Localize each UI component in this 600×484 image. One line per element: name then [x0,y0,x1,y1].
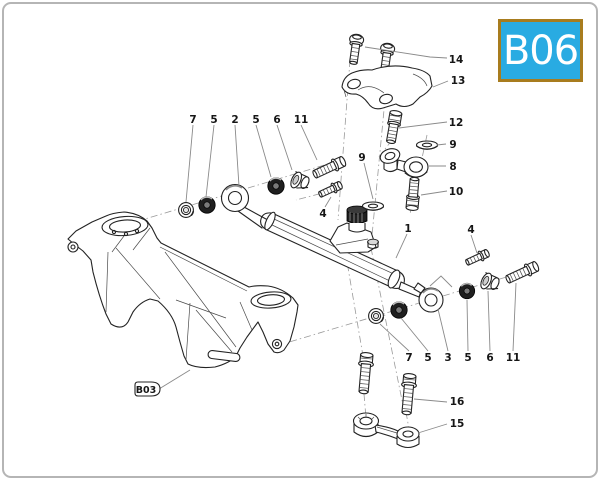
callout-label-3: 3 [444,352,451,364]
callout-label-11: 11 [294,114,309,126]
leader-lines [158,46,517,434]
rod-end-part [413,282,444,313]
bracket-part-13 [341,65,433,110]
callout-label-7: 7 [405,352,412,364]
callout-label-6: 6 [486,352,493,364]
link-part-8 [379,148,429,178]
callout-label-5: 5 [210,114,217,126]
sheet-badge-b06[interactable]: B06 [498,19,583,82]
bolt-part-16b [398,372,418,416]
callout-label-15: 15 [450,418,465,430]
callout-label-13: 13 [451,75,466,87]
steering-damper-part [237,205,422,298]
bushing-part-5c [390,301,408,319]
callout-label-9: 9 [449,139,456,151]
callout-label-4: 4 [467,224,474,236]
washer-part-9b [361,201,385,211]
callout-label-11: 11 [506,352,521,364]
bolt-part-12 [383,109,404,145]
callout-label-8: 8 [449,161,456,173]
bushing-part-5a [198,196,216,214]
callout-label-7: 7 [189,114,196,126]
reference-tag-b03[interactable]: B03 [134,381,161,397]
crossmember-part [67,211,299,369]
callout-label-5: 5 [464,352,471,364]
washer-part-9a [415,140,439,150]
spacer-part-7b [367,307,385,325]
cup-part-6a [288,169,312,191]
bolt-part-10 [404,176,422,212]
callout-labels: 7 5 2 5 6 11 14 13 12 9 8 10 9 4 1 4 7 5… [189,54,520,430]
callout-label-4: 4 [319,208,326,220]
spacer-part-7a [177,201,195,219]
callout-label-16: 16 [450,396,465,408]
bushing-part-5d [458,282,476,300]
bolt-part-11b [503,259,541,287]
callout-label-6: 6 [273,114,280,126]
callout-label-14: 14 [449,54,464,66]
bolt-part-4b [463,247,492,269]
bolt-part-16a [355,351,375,395]
damper-eye-part [220,183,250,213]
callout-label-9: 9 [358,152,365,164]
bushing-part-5b [267,177,285,195]
callout-label-2: 2 [231,114,238,126]
callout-label-5: 5 [424,352,431,364]
cup-part-6b [478,270,502,292]
reference-tag-label: B03 [136,385,156,396]
screw-part-14a [345,32,365,66]
callout-label-10: 10 [449,186,464,198]
steering-arm-part-15 [352,412,420,449]
callout-label-12: 12 [449,117,464,129]
sheet-badge-label: B06 [502,27,579,74]
callout-label-5: 5 [252,114,259,126]
callout-label-1: 1 [404,223,411,235]
